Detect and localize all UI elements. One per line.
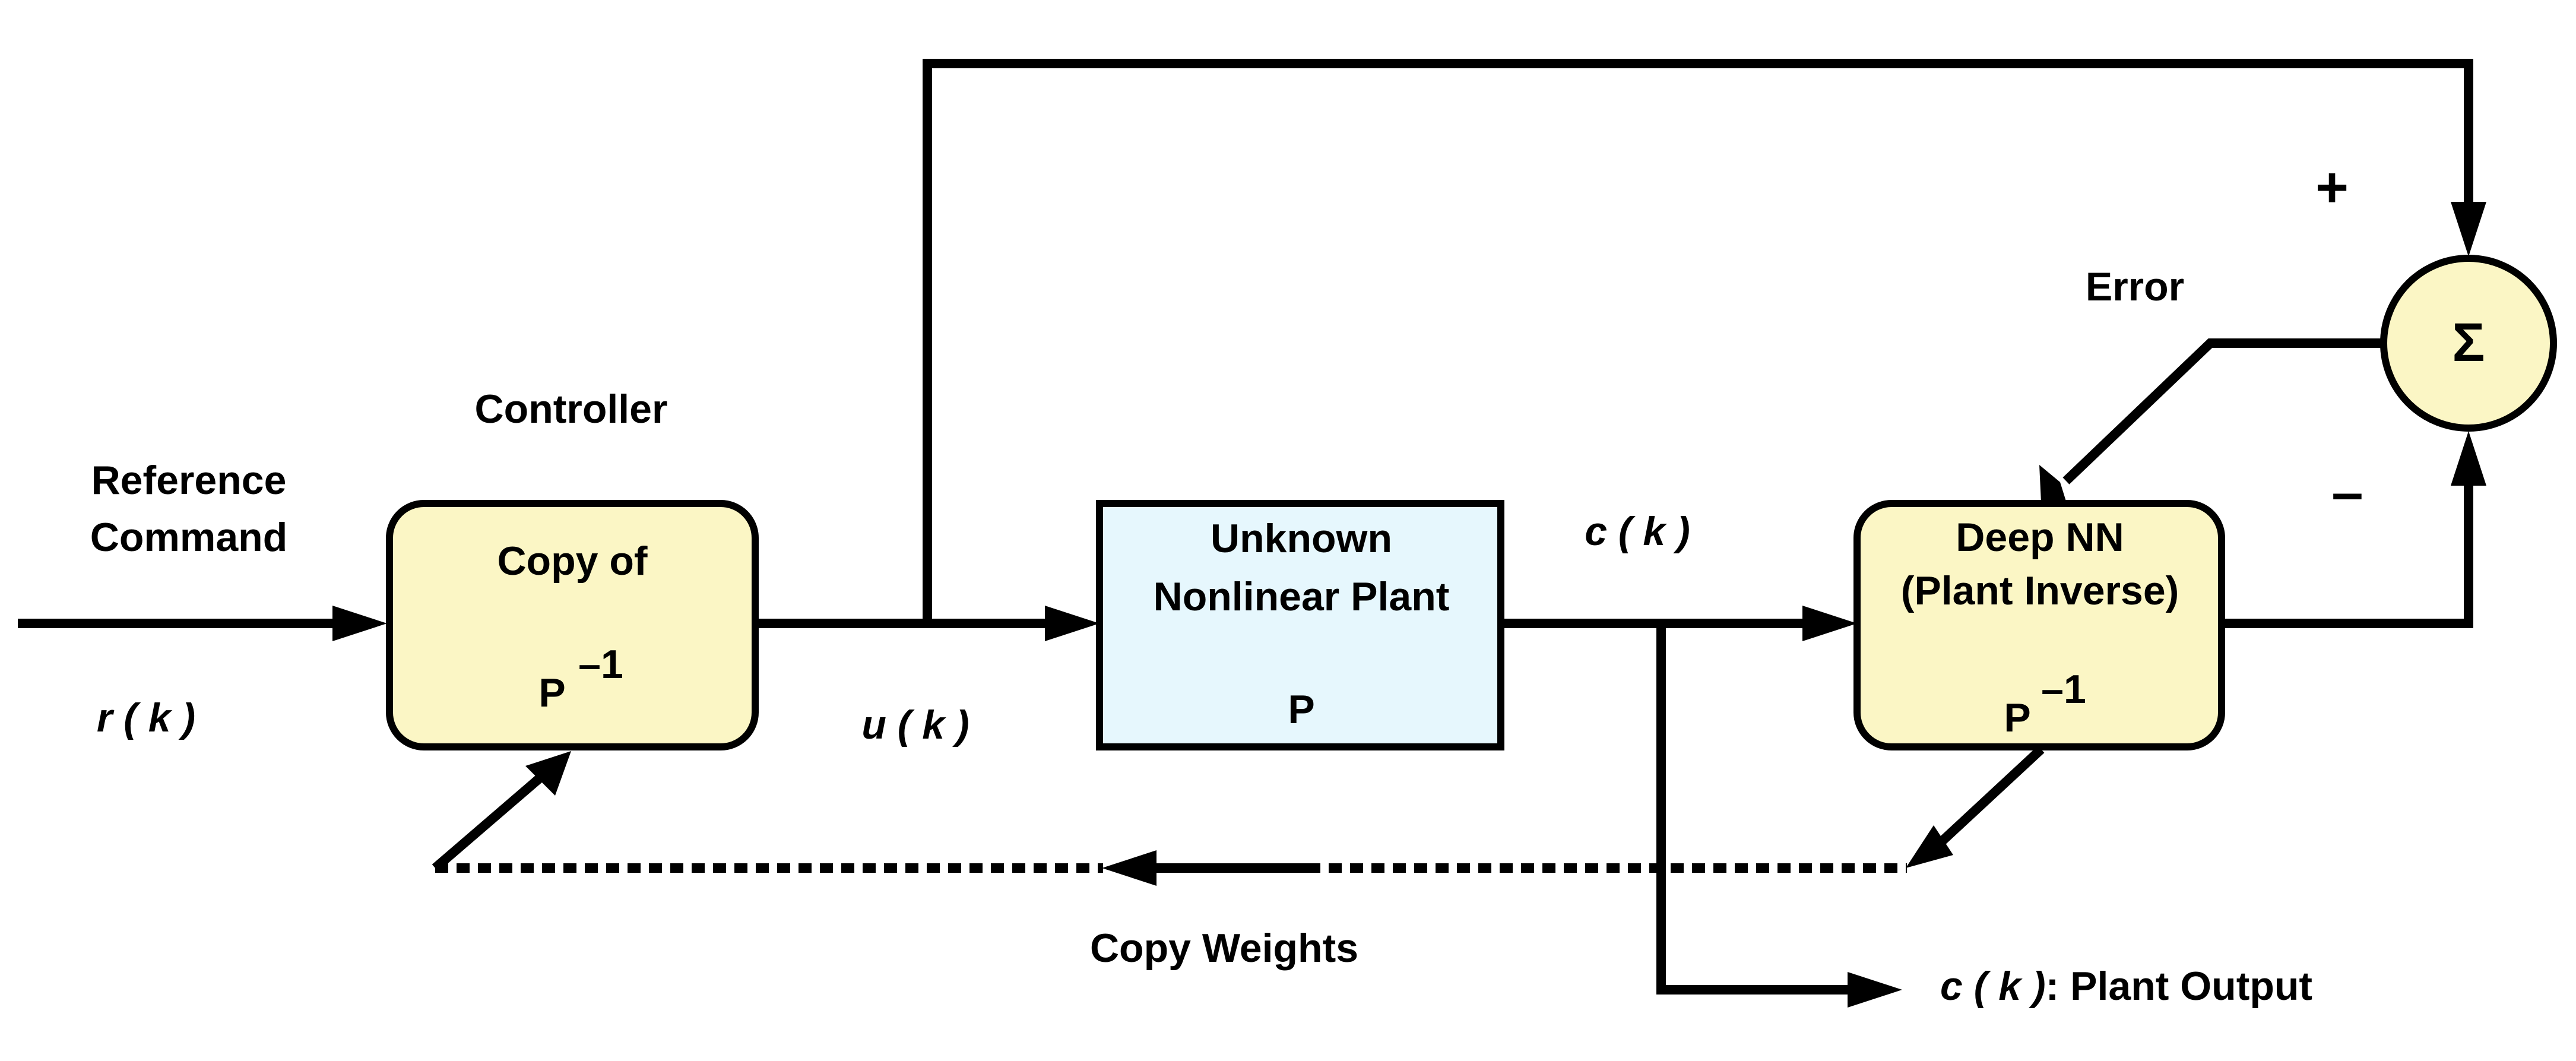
sigma-symbol: Σ — [2452, 312, 2485, 373]
minus-sign: – — [2331, 461, 2363, 524]
minus-arrowhead — [2451, 431, 2486, 486]
deepnn-symbol: P — [2004, 695, 2030, 740]
reference-label-line1: Reference — [91, 458, 287, 503]
error-line — [2062, 338, 2381, 484]
copy-weights-label: Copy Weights — [1090, 926, 1358, 971]
plus-sign: + — [2315, 156, 2349, 219]
summing-junction — [2380, 255, 2557, 432]
c-arrowhead — [1802, 606, 1857, 641]
weights-tap-arrowhead — [1906, 825, 1953, 868]
input-arrowhead — [332, 606, 387, 641]
deepnn-block — [1853, 500, 2225, 750]
deepnn-line1: Deep NN — [1956, 515, 2124, 560]
u-arrowhead — [1045, 606, 1100, 641]
error-arrowhead — [2039, 465, 2066, 502]
copy-weights-arrowhead — [1102, 850, 1156, 886]
deepnn-exponent: –1 — [2041, 667, 2086, 712]
plant-output-arrowhead — [1848, 972, 1902, 1008]
plant-block — [1096, 500, 1504, 750]
c-k-label: c ( k ) — [1585, 509, 1690, 554]
plant-output-suffix: : Plant Output — [2046, 964, 2312, 1009]
controller-exponent: –1 — [578, 642, 623, 687]
plant-line1: Unknown — [1211, 516, 1392, 561]
plant-symbol: P — [1288, 687, 1314, 732]
top-feedback-line — [923, 59, 2473, 623]
plant-output-ck: c ( k ) — [1940, 964, 2046, 1009]
controller-symbol: P — [538, 670, 565, 715]
plus-arrowhead — [2451, 202, 2486, 256]
plant-output-line — [1656, 623, 1858, 995]
controller-label: Controller — [475, 387, 668, 432]
nn-output-line — [2222, 475, 2473, 628]
plant-output-label: c ( k ): Plant Output — [1940, 964, 2312, 1009]
reference-label-line2: Command — [90, 515, 287, 560]
plant-line2: Nonlinear Plant — [1154, 574, 1450, 619]
r-k-label: r ( k ) — [97, 695, 195, 740]
controller-update-arrowhead — [525, 751, 571, 796]
deepnn-line2: (Plant Inverse) — [1901, 568, 2179, 613]
u-k-label: u ( k ) — [861, 702, 969, 748]
error-label: Error — [2086, 264, 2184, 309]
controller-line1: Copy of — [497, 539, 647, 584]
weights-tap-line — [1939, 746, 2045, 844]
controller-update-line — [432, 772, 545, 872]
controller-block — [386, 500, 759, 750]
